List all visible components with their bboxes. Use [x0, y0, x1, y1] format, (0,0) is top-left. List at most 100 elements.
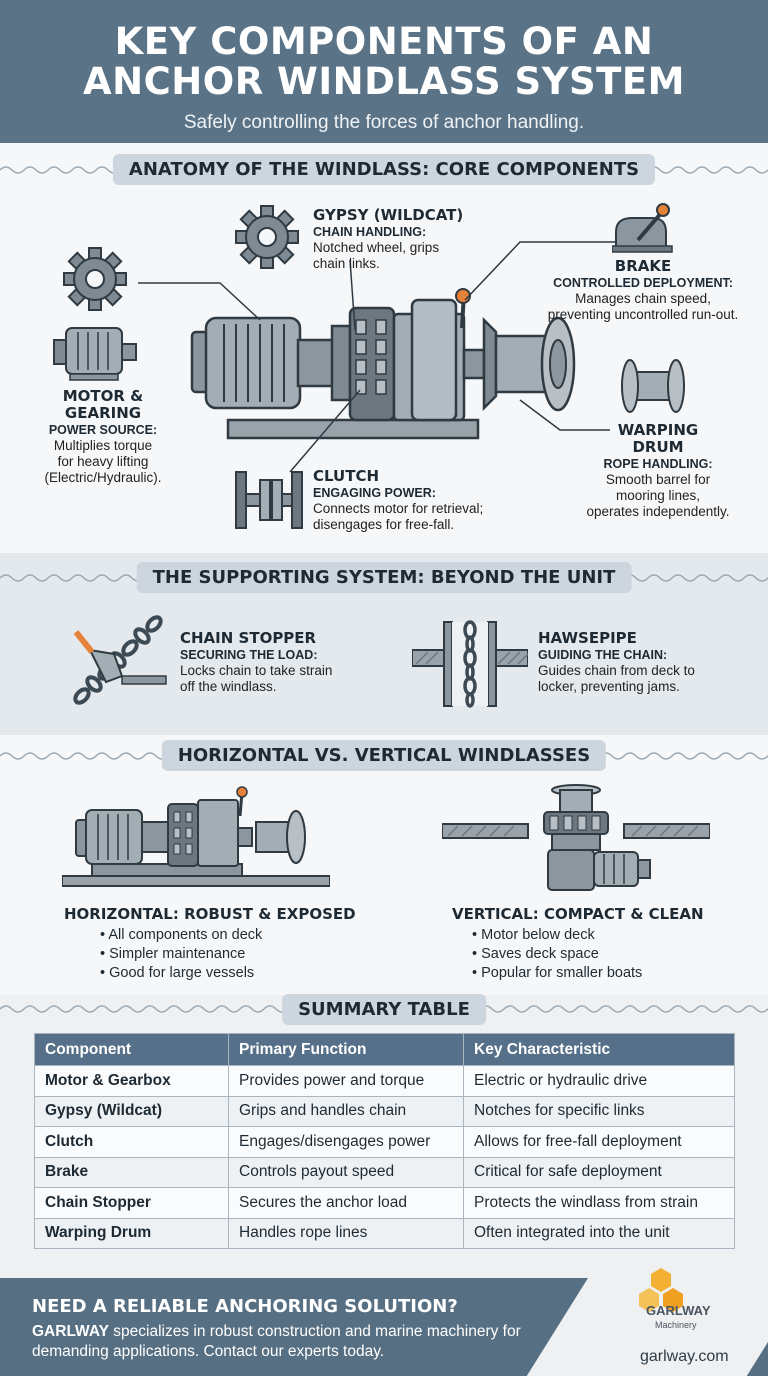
stopper-title: CHAIN STOPPER: [180, 629, 317, 647]
gear-icon: [63, 247, 127, 311]
table-cell: Clutch: [34, 1126, 229, 1158]
table-cell: Provides power and torque: [228, 1065, 464, 1097]
stopper-desc: Locks chain to take strain: [180, 663, 333, 678]
table-cell: Often integrated into the unit: [463, 1217, 735, 1249]
vertical-windlass-icon: [442, 784, 710, 891]
horizontal-type-info: HORIZONTAL: ROBUST & EXPOSED All compone…: [64, 905, 356, 983]
drum-desc: mooring lines,: [615, 488, 701, 503]
horizontal-feature-list: All components on deck Simpler maintenan…: [64, 926, 356, 983]
table-cell: Electric or hydraulic drive: [463, 1065, 735, 1097]
table-cell: Handles rope lines: [228, 1217, 464, 1249]
drum-title: WARPING: [617, 421, 699, 439]
drum-desc: Smooth barrel for: [605, 472, 711, 487]
label-chain-stopper: CHAIN STOPPER SECURING THE LOAD: Locks c…: [180, 630, 332, 695]
section-heading-types: HORIZONTAL VS. VERTICAL WINDLASSES: [161, 740, 607, 771]
label-gypsy: GYPSY (WILDCAT) CHAIN HANDLING: Notched …: [313, 207, 463, 272]
table-cell: Gypsy (Wildcat): [34, 1095, 229, 1127]
motor-title: MOTOR &: [62, 387, 144, 405]
label-motor: MOTOR & GEARING POWER SOURCE: Multiplies…: [28, 388, 178, 486]
title-line-2: ANCHOR WINDLASS SYSTEM: [83, 60, 685, 103]
motor-subtitle: POWER SOURCE:: [48, 423, 158, 437]
leader-lines: [138, 241, 630, 473]
table-cell: Motor & Gearbox: [34, 1065, 229, 1097]
vertical-title: VERTICAL: COMPACT & CLEAN: [452, 905, 704, 923]
hawse-desc: locker, preventing jams.: [538, 679, 680, 694]
warping-drum-icon: [621, 359, 685, 413]
table-cell: Chain Stopper: [34, 1187, 229, 1219]
column-header-function: Primary Function: [228, 1033, 464, 1066]
page-title: KEY COMPONENTS OF AN ANCHOR WINDLASS SYS…: [0, 0, 768, 102]
gear-icon: [235, 205, 299, 269]
vertical-type-info: VERTICAL: COMPACT & CLEAN Motor below de…: [452, 905, 704, 983]
section-heading-anatomy: ANATOMY OF THE WINDLASS: CORE COMPONENTS: [112, 154, 656, 185]
gypsy-subtitle: CHAIN HANDLING:: [313, 225, 427, 239]
motor-icon: [53, 327, 137, 381]
vertical-feature-list: Motor below deck Saves deck space Popula…: [452, 926, 704, 983]
page-subtitle: Safely controlling the forces of anchor …: [183, 112, 585, 133]
logo-subtext: Machinery: [655, 1320, 697, 1330]
table-cell: Brake: [34, 1156, 229, 1188]
brake-desc: preventing uncontrolled run-out.: [547, 307, 739, 322]
table-cell: Critical for safe deployment: [463, 1156, 735, 1188]
footer-brand: GARLWAY: [32, 1323, 109, 1340]
motor-desc: Multiplies torque: [53, 438, 153, 453]
label-hawsepipe: HAWSEPIPE GUIDING THE CHAIN: Guides chai…: [538, 630, 695, 695]
chain-stopper-icon: [73, 615, 167, 705]
clutch-desc: Connects motor for retrieval;: [313, 501, 484, 516]
summary-table: Component Primary Function Key Character…: [34, 1033, 735, 1249]
drum-subtitle: ROPE HANDLING:: [603, 457, 713, 471]
website-link[interactable]: garlway.com: [640, 1348, 729, 1365]
horizontal-title: HORIZONTAL: ROBUST & EXPOSED: [64, 905, 356, 923]
logo-hexagon-icon: [639, 1268, 683, 1312]
stopper-desc: off the windlass.: [180, 679, 277, 694]
gypsy-desc: chain links.: [313, 256, 380, 271]
table-cell: Allows for free-fall deployment: [463, 1126, 735, 1158]
table-header-row: Component Primary Function Key Character…: [34, 1033, 735, 1066]
horizontal-windlass-icon: [62, 786, 330, 887]
logo-wordmark: GARLWAY: [646, 1303, 711, 1318]
hawse-subtitle: GUIDING THE CHAIN:: [538, 648, 668, 662]
brake-subtitle: CONTROLLED DEPLOYMENT:: [553, 276, 733, 290]
list-item: Motor below deck: [472, 926, 704, 945]
gypsy-desc: Notched wheel, grips: [313, 240, 440, 255]
title-line-1: KEY COMPONENTS OF AN: [114, 20, 654, 63]
section-heading-supporting: THE SUPPORTING SYSTEM: BEYOND THE UNIT: [136, 562, 632, 593]
table-cell: Secures the anchor load: [228, 1187, 464, 1219]
footer-question: NEED A RELIABLE ANCHORING SOLUTION?: [32, 1296, 458, 1317]
table-cell: Warping Drum: [34, 1217, 229, 1249]
gypsy-title: GYPSY (WILDCAT): [313, 206, 464, 224]
horizontal-windlass-illustration: [190, 288, 576, 440]
clutch-desc: disengages for free-fall.: [313, 517, 455, 532]
motor-desc: (Electric/Hydraulic).: [44, 470, 162, 485]
table-cell: Controls payout speed: [228, 1156, 464, 1188]
table-cell: Protects the windlass from strain: [463, 1187, 735, 1219]
column-header-component: Component: [34, 1033, 229, 1066]
hawsepipe-icon: [412, 620, 528, 708]
column-header-characteristic: Key Characteristic: [463, 1033, 735, 1066]
stopper-subtitle: SECURING THE LOAD:: [180, 648, 318, 662]
clutch-subtitle: ENGAGING POWER:: [313, 486, 436, 500]
label-brake: BRAKE CONTROLLED DEPLOYMENT: Manages cha…: [530, 258, 756, 323]
brake-desc: Manages chain speed,: [575, 291, 711, 306]
list-item: All components on deck: [100, 926, 356, 945]
clutch-title: CLUTCH: [313, 467, 380, 485]
list-item: Popular for smaller boats: [472, 964, 704, 983]
hawse-desc: Guides chain from deck to: [538, 663, 695, 678]
label-clutch: CLUTCH ENGAGING POWER: Connects motor fo…: [313, 468, 483, 533]
section-heading-summary: SUMMARY TABLE: [282, 994, 486, 1025]
footer-text: GARLWAY specializes in robust constructi…: [32, 1322, 592, 1362]
table-cell: Grips and handles chain: [228, 1095, 464, 1127]
table-cell: Engages/disengages power: [228, 1126, 464, 1158]
table-cell: Notches for specific links: [463, 1095, 735, 1127]
list-item: Simpler maintenance: [100, 945, 356, 964]
clutch-icon: [235, 471, 303, 529]
label-warping-drum: WARPING DRUM ROPE HANDLING: Smooth barre…: [568, 422, 748, 520]
hawse-title: HAWSEPIPE: [538, 629, 637, 647]
list-item: Saves deck space: [472, 945, 704, 964]
motor-desc: for heavy lifting: [57, 454, 149, 469]
